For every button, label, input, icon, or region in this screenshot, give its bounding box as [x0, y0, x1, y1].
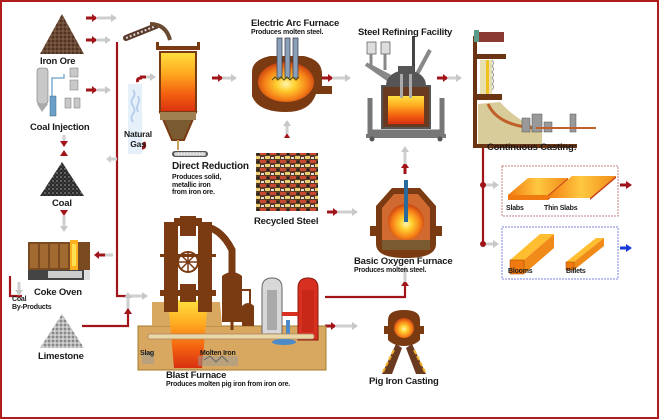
blast-furnace-icon — [137, 216, 327, 371]
arrow-iron-ore-down — [86, 36, 111, 44]
arrow-long-in — [480, 240, 499, 248]
limestone-line — [82, 312, 130, 328]
natural-gas-line-2: Gas — [130, 138, 146, 149]
steel-refining-title: Steel Refining Facility — [358, 27, 453, 38]
molten-iron-label: Molten Iron — [200, 350, 236, 357]
blast-furnace-title: Blast Furnace — [166, 370, 227, 381]
coke-oven-label: Coke Oven — [34, 287, 82, 298]
arrow-dr-to-eaf — [212, 74, 237, 82]
coke-byproducts-line — [8, 276, 22, 298]
slag-label: Slag — [140, 350, 154, 357]
thin-slabs-label: Thin Slabs — [544, 205, 578, 212]
natural-gas-icon — [128, 84, 142, 154]
natural-gas-line-1: Natural — [124, 129, 152, 139]
arrow-long-out — [620, 244, 632, 252]
iron-ore-pile-icon — [40, 14, 84, 54]
coal-pile-icon — [40, 162, 84, 196]
arrows — [15, 14, 632, 330]
bloom-icon — [509, 234, 554, 275]
arrow-coal-to-coke-top — [60, 210, 68, 232]
electric-arc-furnace-icon — [252, 37, 332, 112]
arrow-limestone-up — [124, 292, 132, 314]
arrow-refining-to-casting — [437, 74, 462, 82]
direct-reduction-desc-3: from iron ore. — [172, 189, 215, 196]
arrow-coal-injection-down — [60, 135, 68, 147]
arrow-bof-up — [401, 266, 409, 286]
pig-iron-casting-icon — [382, 310, 426, 374]
recycled-steel-scrap-icon — [256, 153, 318, 211]
limestone-label: Limestone — [38, 351, 84, 362]
coal-injection-equipment-icon — [36, 67, 81, 117]
casting-trunk-line — [481, 140, 495, 246]
billets-label: Billets — [566, 268, 586, 275]
direct-reduction-title: Direct Reduction — [172, 161, 249, 172]
coal-byproducts-line-1: Coal — [12, 296, 27, 303]
direct-reduction-desc-1: Produces solid, — [172, 174, 222, 181]
arrow-bf-to-pig — [325, 322, 358, 330]
coal-byproducts-label: Coal By-Products — [12, 296, 52, 311]
coal-label: Coal — [52, 198, 72, 209]
natural-gas-top-arrow — [136, 76, 143, 83]
direct-reduction-desc-2: metallic iron — [172, 181, 211, 189]
arrow-recycled-to-eaf — [283, 120, 291, 138]
thin-slab-icon — [546, 176, 616, 200]
bof-title: Basic Oxygen Furnace — [354, 256, 453, 267]
coal-byproducts-line-2: By-Products — [12, 303, 52, 311]
blast-to-bof-line — [325, 286, 407, 299]
arrow-coal-up — [60, 150, 68, 156]
arrow-flat-out — [620, 181, 632, 189]
arrow-trunk-natural-gas — [106, 155, 117, 163]
coke-oven-icon — [28, 240, 90, 280]
slabs-label: Slabs — [506, 205, 524, 212]
recycled-steel-label: Recycled Steel — [254, 216, 319, 227]
coal-injection-label: Coal Injection — [30, 122, 90, 133]
limestone-pile-icon — [40, 314, 84, 348]
direct-reduction-furnace-icon — [123, 22, 208, 157]
trunk-line-left — [115, 42, 128, 298]
blooms-label: Blooms — [508, 268, 533, 275]
arrow-iron-ore-right — [86, 14, 117, 22]
bof-desc: Produces molten steel. — [354, 267, 427, 274]
arrow-flat-in — [480, 181, 499, 189]
arrow-trunk-to-dr — [140, 73, 156, 81]
direct-reduction-desc: Produces solid, metallic iron from iron … — [172, 174, 221, 197]
arrow-coke-byproducts — [15, 282, 23, 296]
billet-icon — [565, 238, 604, 271]
pig-iron-casting-label: Pig Iron Casting — [369, 376, 439, 387]
basic-oxygen-furnace-icon — [370, 180, 442, 258]
continuous-caster-icon — [473, 30, 596, 148]
arrow-coke-oven — [94, 251, 113, 259]
arrow-recycled-to-bof — [327, 208, 358, 216]
arrow-eaf-to-refining — [322, 74, 351, 82]
natural-gas-label: Natural Gas — [121, 129, 155, 149]
iron-ore-label: Iron Ore — [40, 56, 76, 67]
natural-gas-in-arrow — [141, 141, 147, 150]
steel-refining-facility-icon — [364, 36, 446, 142]
arrow-coal-injection — [86, 86, 111, 94]
continuous-casting-title: Continuous Casting: — [487, 142, 577, 153]
arrow-bof-to-refining — [401, 146, 409, 174]
eaf-desc: Produces molten steel. — [251, 29, 324, 36]
arrow-trunk-to-bf — [128, 292, 148, 300]
blast-furnace-desc: Produces molten pig iron from iron ore. — [166, 381, 291, 388]
eaf-title: Electric Arc Furnace — [251, 18, 340, 29]
